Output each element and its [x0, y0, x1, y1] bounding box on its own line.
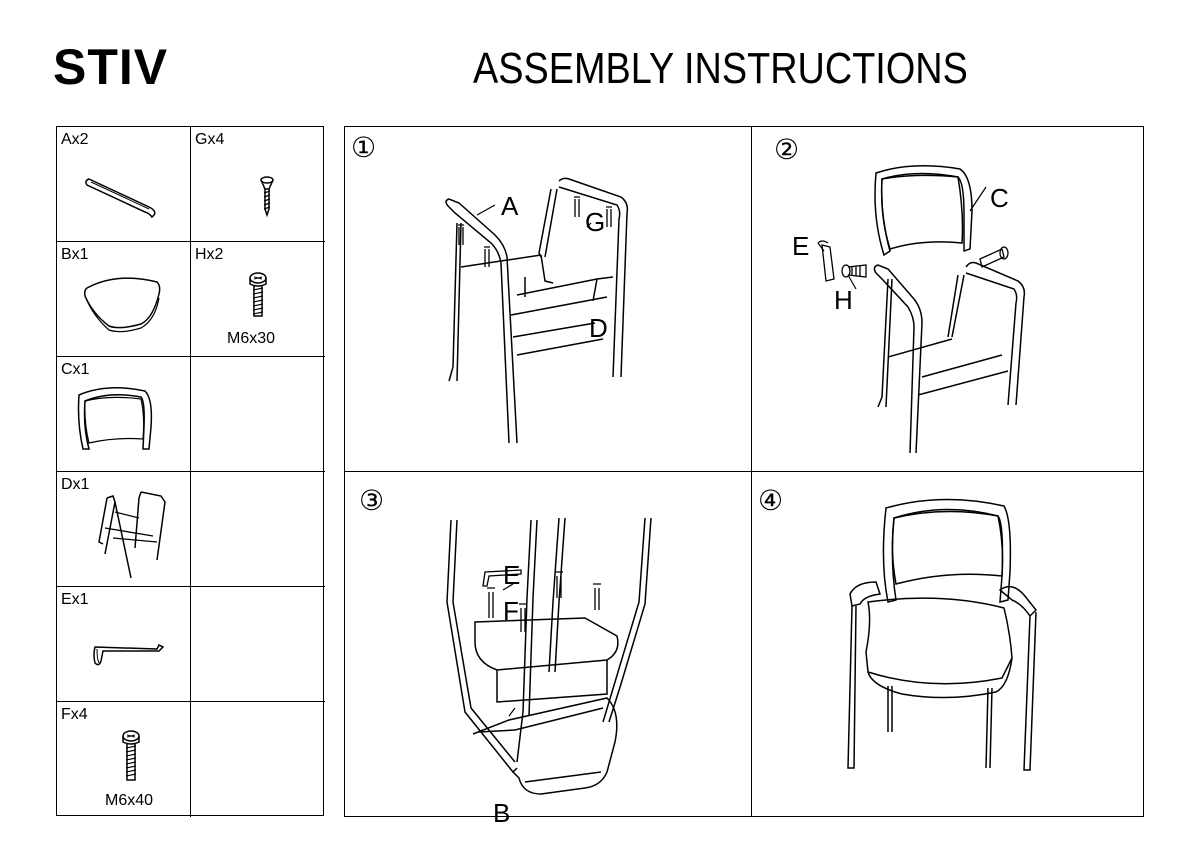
frame-icon: [98, 491, 166, 579]
assembled-chair-illustration: [847, 498, 1038, 771]
part-cell-d: Dx1: [57, 472, 191, 587]
part-cell-b: Bx1: [57, 242, 191, 357]
part-cell-a: Ax2: [57, 127, 191, 242]
callout-label: E: [792, 231, 809, 261]
step-1-illustration: A G D: [445, 177, 629, 444]
bolt-size-label: M6x40: [105, 792, 154, 809]
part-label: Dx1: [61, 476, 90, 493]
allen-key-icon: [93, 643, 165, 666]
seat-cushion-icon: [84, 277, 161, 333]
bolt-icon: [249, 272, 267, 317]
step-4-panel: ④: [752, 472, 1144, 816]
part-label: Fx4: [61, 706, 88, 723]
document-title: ASSEMBLY INSTRUCTIONS: [473, 44, 968, 93]
callout-label: D: [589, 313, 608, 343]
part-cell-f: Fx4 M6x40: [57, 702, 191, 817]
callout-label: E: [503, 560, 520, 590]
callout-label: G: [585, 207, 605, 237]
callout-label: B: [493, 798, 510, 828]
backrest-icon: [77, 387, 153, 450]
callout-label: C: [990, 183, 1009, 213]
part-label: Gx4: [195, 131, 225, 148]
brand-name: STIV: [53, 39, 169, 95]
step-3-illustration: E F B: [446, 517, 652, 828]
part-label: Cx1: [61, 361, 90, 378]
part-label: Ex1: [61, 591, 89, 608]
part-cell-c: Cx1: [57, 357, 191, 472]
callout-label: H: [834, 285, 853, 315]
armrest-icon: [85, 178, 156, 219]
part-cell-h: Hx2 M6x30: [191, 242, 325, 357]
wood-screw-icon: [260, 176, 274, 218]
part-label: Ax2: [61, 131, 89, 148]
empty-cell: [191, 587, 325, 702]
bolt-size-label: M6x30: [227, 330, 276, 347]
empty-cell: [191, 472, 325, 587]
part-cell-e: Ex1: [57, 587, 191, 702]
parts-table: Ax2 Gx4 Bx1 Hx2 M6x30: [56, 126, 325, 817]
step-number: ①: [351, 131, 377, 164]
part-cell-g: Gx4: [191, 127, 325, 242]
step-2-panel: ② C E H: [752, 127, 1144, 471]
step-number: ③: [359, 484, 385, 517]
bolt-icon: [122, 730, 140, 781]
callout-label: A: [501, 191, 519, 221]
empty-cell: [191, 357, 325, 472]
step-1-panel: ① A G D: [345, 127, 751, 471]
part-label: Bx1: [61, 246, 89, 263]
part-label: Hx2: [195, 246, 224, 263]
step-2-illustration: C E H: [792, 165, 1026, 454]
step-number: ④: [758, 484, 784, 517]
assembly-steps-grid: ① A G D: [344, 126, 1144, 828]
step-3-panel: ③ E F B: [345, 472, 751, 828]
empty-cell: [191, 702, 325, 817]
step-number: ②: [774, 133, 800, 166]
callout-label: F: [503, 596, 519, 626]
